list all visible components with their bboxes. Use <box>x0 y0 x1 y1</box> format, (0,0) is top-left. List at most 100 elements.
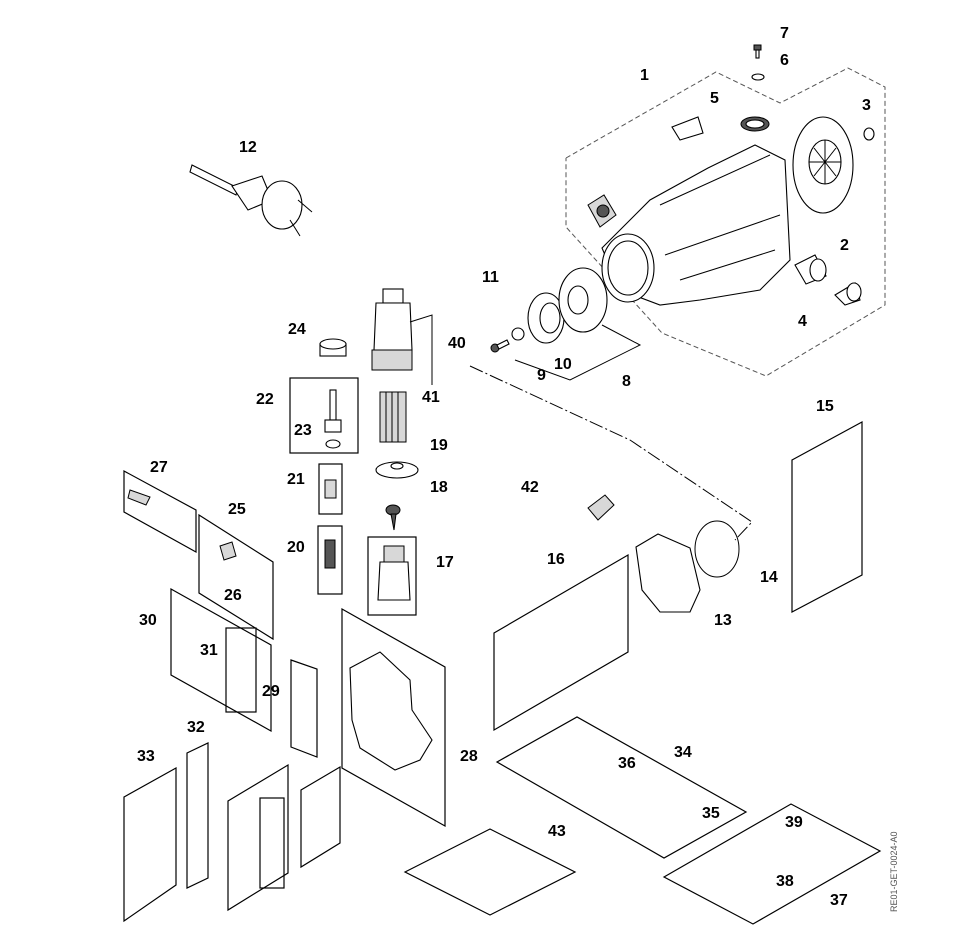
callout-6[interactable]: 6 <box>780 52 789 69</box>
callout-23[interactable]: 23 <box>294 422 312 439</box>
callout-38[interactable]: 38 <box>776 873 794 890</box>
callout-37[interactable]: 37 <box>830 892 848 909</box>
callout-21[interactable]: 21 <box>287 471 305 488</box>
callout-8[interactable]: 8 <box>622 373 631 390</box>
valve-set-30-box-lower <box>227 763 289 912</box>
bearing-11-part[interactable] <box>527 292 565 344</box>
damping-cap-part[interactable] <box>671 116 704 141</box>
power-cord-part[interactable] <box>189 164 313 237</box>
callout-25[interactable]: 25 <box>228 501 246 518</box>
callout-7[interactable]: 7 <box>780 25 789 42</box>
callout-9[interactable]: 9 <box>537 367 546 384</box>
fan-wheel-part[interactable] <box>792 116 854 214</box>
pressure-switch-box <box>662 803 882 925</box>
callout-15[interactable]: 15 <box>816 398 834 415</box>
filter-bracket <box>409 314 433 385</box>
callout-18[interactable]: 18 <box>430 479 448 496</box>
callout-24[interactable]: 24 <box>288 321 306 338</box>
fitting-set-part[interactable] <box>587 494 615 521</box>
callout-34[interactable]: 34 <box>674 744 692 761</box>
callout-labels: 1 2 3 4 5 6 7 8 9 10 11 12 13 14 15 16 1… <box>137 25 871 909</box>
nozzle-set-box <box>123 469 197 554</box>
oring-set-31-box-lower <box>259 797 285 889</box>
valve-21-part[interactable] <box>324 479 337 499</box>
swashplate-part[interactable] <box>558 267 608 333</box>
valve-stem-part[interactable] <box>324 389 342 449</box>
callout-22[interactable]: 22 <box>256 391 274 408</box>
filter-insert-part[interactable] <box>379 391 407 443</box>
callout-4[interactable]: 4 <box>798 313 807 330</box>
damper-24-part[interactable] <box>319 338 347 357</box>
motor-housing-part[interactable] <box>601 144 791 306</box>
screw-set-box <box>123 766 177 923</box>
valve-20-part[interactable] <box>324 539 336 569</box>
washer-6-part[interactable] <box>751 73 765 81</box>
seal-kit-box <box>493 553 629 732</box>
valve-stem-kit-box <box>289 377 359 454</box>
callout-35[interactable]: 35 <box>702 805 720 822</box>
callout-10[interactable]: 10 <box>554 356 572 373</box>
bypass-valve-box <box>495 716 748 859</box>
oring-set-31-box-upper <box>225 627 257 713</box>
oring-14-part[interactable] <box>694 520 740 578</box>
document-id: RE01-GET-0024-A0 <box>889 831 899 912</box>
callout-29[interactable]: 29 <box>262 683 280 700</box>
pad-set-part[interactable] <box>403 828 577 916</box>
seal-19-part[interactable] <box>375 461 419 479</box>
damping-element-part-b[interactable] <box>834 282 862 306</box>
callout-31[interactable]: 31 <box>200 642 218 659</box>
filter-housing-part[interactable] <box>371 288 413 371</box>
washer-set-box <box>186 742 209 889</box>
callout-5[interactable]: 5 <box>710 90 719 107</box>
assembly-line-pump <box>469 365 753 541</box>
callout-39[interactable]: 39 <box>785 814 803 831</box>
valve-set-25-box <box>198 513 274 641</box>
ring-part[interactable] <box>863 127 875 141</box>
callout-17[interactable]: 17 <box>436 554 454 571</box>
callout-1[interactable]: 1 <box>640 67 649 84</box>
callout-43[interactable]: 43 <box>548 823 566 840</box>
piston-set-box <box>791 420 863 613</box>
cylinder-head-part[interactable] <box>349 651 433 771</box>
callout-26[interactable]: 26 <box>224 587 242 604</box>
callout-13[interactable]: 13 <box>714 612 732 629</box>
cylinder-head-box <box>341 607 446 828</box>
screw-7-part[interactable] <box>753 44 762 59</box>
valve-29-box-upper <box>290 659 318 758</box>
callout-33[interactable]: 33 <box>137 748 155 765</box>
callout-20[interactable]: 20 <box>287 539 305 556</box>
washer-10-part[interactable] <box>511 327 525 341</box>
callout-30[interactable]: 30 <box>139 612 157 629</box>
callout-3[interactable]: 3 <box>862 97 871 114</box>
damping-element-part-a[interactable] <box>794 254 827 285</box>
callout-40[interactable]: 40 <box>448 335 466 352</box>
inlet-fitting-part[interactable] <box>377 545 411 601</box>
callout-12[interactable]: 12 <box>239 139 257 156</box>
callout-28[interactable]: 28 <box>460 748 478 765</box>
valve-set-30-box-upper <box>170 587 272 733</box>
swashplate-bracket <box>514 324 642 381</box>
callout-41[interactable]: 41 <box>422 389 440 406</box>
valve-20-box <box>317 525 343 595</box>
callout-2[interactable]: 2 <box>840 237 849 254</box>
rubber-buffer-part[interactable] <box>587 194 617 228</box>
callout-32[interactable]: 32 <box>187 719 205 736</box>
callout-42[interactable]: 42 <box>521 479 539 496</box>
nozzle-set-part[interactable] <box>127 489 151 506</box>
grommet-part[interactable] <box>740 116 770 132</box>
callout-19[interactable]: 19 <box>430 437 448 454</box>
callout-16[interactable]: 16 <box>547 551 565 568</box>
inlet-fitting-box <box>367 536 417 616</box>
screw-9-part[interactable] <box>490 339 510 353</box>
pump-housing-part[interactable] <box>635 533 701 613</box>
valve-29-box-lower <box>300 765 341 869</box>
screw-18-part[interactable] <box>385 504 401 531</box>
valve-21-box <box>318 463 343 515</box>
callout-36[interactable]: 36 <box>618 755 636 772</box>
callout-11[interactable]: 11 <box>482 269 499 286</box>
callout-14[interactable]: 14 <box>760 569 778 586</box>
valve-set-25-part[interactable] <box>219 541 237 561</box>
callout-27[interactable]: 27 <box>150 459 168 476</box>
